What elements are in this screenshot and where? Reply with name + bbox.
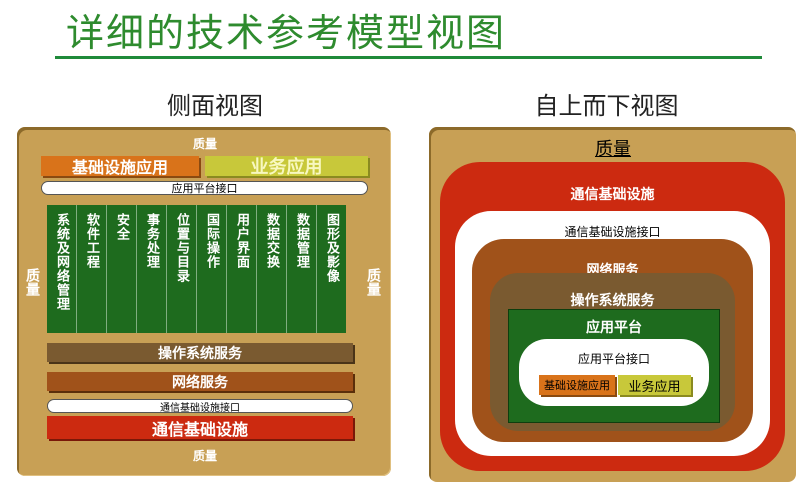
service-column: 国际操作: [197, 205, 227, 333]
title-underline: [55, 56, 762, 59]
service-column: 事务处理: [137, 205, 167, 333]
network-services-bar: 网络服务: [47, 372, 353, 391]
quality-top-label: 质量: [192, 137, 217, 151]
service-column: 数据管理: [287, 205, 317, 333]
app-platform-label: 应用平台: [586, 320, 642, 336]
top-business-app-box: 业务应用: [618, 375, 691, 395]
page-title: 详细的技术参考模型视图: [66, 11, 507, 55]
service-column-label: 数据交换: [264, 213, 279, 269]
service-column: 用户界面: [227, 205, 257, 333]
side-view-heading: 侧面视图: [167, 92, 263, 120]
platform-interface-ring: 应用平台接口: [519, 339, 709, 406]
service-column-label: 数据管理: [294, 213, 309, 269]
comm-infra-bar: 通信基础设施: [47, 416, 353, 439]
service-column-label: 系统及网络管理: [54, 213, 69, 311]
service-columns: 系统及网络管理 软件工程 安全 事务处理 位置与目录 国际操作 用户界面 数据交…: [47, 205, 346, 333]
service-column-label: 用户界面: [234, 213, 249, 269]
comm-infra-label: 通信基础设施: [570, 187, 655, 203]
basic-app-bar: 基础设施应用: [41, 156, 199, 177]
quality-left-label: 质量: [24, 268, 40, 296]
platform-interface-bar: 应用平台接口: [41, 181, 368, 195]
top-basic-app-box: 基础设施应用: [539, 375, 615, 395]
platform-interface-label: 应用平台接口: [577, 352, 650, 366]
service-column-label: 安全: [114, 213, 129, 241]
service-column: 数据交换: [257, 205, 287, 333]
service-column-label: 图形及影像: [324, 213, 339, 283]
service-column: 位置与目录: [167, 205, 197, 333]
top-quality-label: 质量: [595, 139, 631, 160]
business-app-bar: 业务应用: [205, 156, 368, 178]
service-column: 安全: [107, 205, 137, 333]
os-services-label: 操作系统服务: [570, 293, 655, 309]
service-column: 软件工程: [77, 205, 107, 333]
service-column: 系统及网络管理: [47, 205, 77, 333]
top-view-heading: 自上而下视图: [534, 92, 679, 120]
service-column-label: 事务处理: [144, 213, 159, 269]
os-services-bar: 操作系统服务: [47, 343, 353, 362]
comm-interface-bar: 通信基础设施接口: [47, 399, 353, 414]
service-column: 图形及影像: [317, 205, 346, 333]
service-column-label: 位置与目录: [174, 213, 189, 283]
service-column-label: 软件工程: [84, 213, 99, 269]
quality-right-label: 质量: [365, 268, 381, 296]
comm-interface-label: 通信基础设施接口: [564, 225, 661, 239]
quality-bottom-label: 质量: [192, 449, 217, 463]
service-column-label: 国际操作: [204, 213, 219, 269]
